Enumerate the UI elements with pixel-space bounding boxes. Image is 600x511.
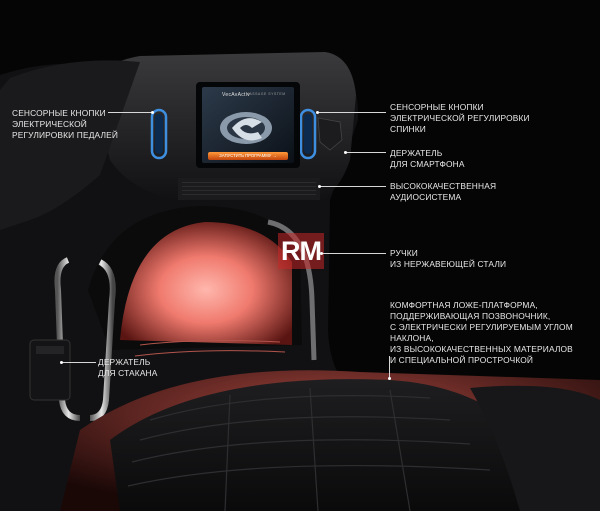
left-steel-handle-front: [89, 259, 116, 421]
callout-phone-holder: ДЕРЖАТЕЛЬ ДЛЯ СМАРТФОНА: [390, 148, 465, 169]
callout-dot-audio: [318, 185, 321, 188]
callout-pedal-buttons: СЕНСОРНЫЕ КНОПКИ ЭЛЕКТРИЧЕСКОЙ РЕГУЛИРОВ…: [12, 108, 118, 140]
back-touch-button: [299, 108, 317, 160]
phone-holder: [317, 117, 343, 151]
screen-start-button: ЗАПУСТИТЬ ПРОГРАММУ →: [208, 152, 288, 160]
callout-line-platform: [389, 356, 390, 378]
callout-line-pedal: [108, 112, 152, 113]
platform-stitching: [127, 387, 491, 511]
back-touch-button-inner: [304, 114, 312, 154]
cup-holder: [29, 339, 71, 401]
callout-back-buttons: СЕНСОРНЫЕ КНОПКИ ЭЛЕКТРИЧЕСКОЙ РЕГУЛИРОВ…: [390, 102, 530, 134]
callout-dot-back: [316, 111, 319, 114]
callout-platform: КОМФОРТНАЯ ЛОЖЕ-ПЛАТФОРМА, ПОДДЕРЖИВАЮЩА…: [390, 300, 573, 365]
callout-dot-pedal: [151, 111, 154, 114]
audio-grille-dots: [182, 182, 316, 195]
screen-brand-text: VecAvActiv: [222, 92, 250, 98]
callout-dot-phone: [344, 151, 347, 154]
callout-line-handles: [322, 253, 386, 254]
side-panel: [0, 60, 140, 230]
callout-dot-handles: [320, 252, 323, 255]
platform-seat: [110, 379, 540, 511]
callout-line-phone: [346, 152, 386, 153]
audio-grille: [178, 178, 320, 200]
callout-dot-cup: [60, 361, 63, 364]
platform-bolster: [470, 385, 600, 511]
callout-audio: ВЫСОКОКАЧЕСТВЕННАЯ АУДИОСИСТЕМА: [390, 181, 497, 202]
callout-line-back: [318, 112, 386, 113]
callout-line-cup: [62, 362, 96, 363]
capsule-interior-glow: [120, 222, 292, 345]
pedal-touch-button: [150, 108, 168, 160]
callout-cup-holder: ДЕРЖАТЕЛЬ ДЛЯ СТАКАНА: [98, 357, 158, 378]
callout-line-audio: [320, 186, 386, 187]
callout-handles: РУЧКИ ИЗ НЕРЖАВЕЮЩЕЙ СТАЛИ: [390, 248, 507, 269]
screen-subtitle-text: MASSAGE SYSTEM: [246, 92, 286, 96]
interior-rollers: [134, 340, 286, 357]
screen-logo-mark: [232, 118, 262, 141]
rm-watermark: RM: [278, 233, 324, 269]
cup-holder-rim: [36, 346, 64, 354]
pedal-touch-button-inner: [155, 114, 163, 154]
callout-dot-platform: [388, 377, 391, 380]
